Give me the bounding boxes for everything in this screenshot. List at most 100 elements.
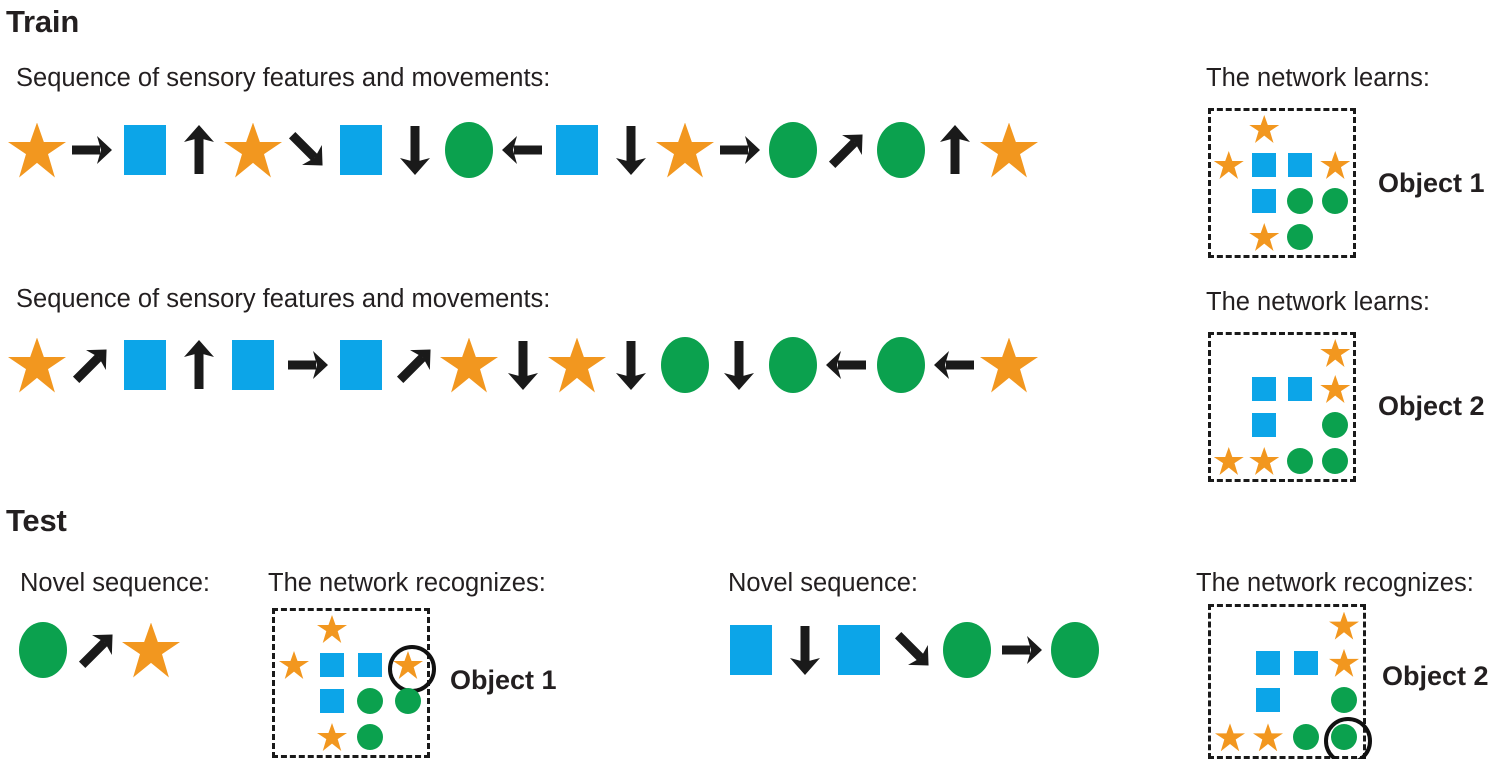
- test-panel2-sequence: [722, 615, 1104, 685]
- arrow-up-icon: [930, 115, 980, 185]
- square-glyph: [340, 125, 382, 175]
- circle-glyph: [1286, 188, 1313, 214]
- circle-glyph: [877, 337, 925, 393]
- train-row1-learns-caption: The network learns:: [1206, 64, 1430, 92]
- circle-glyph: [1331, 724, 1357, 751]
- grid-cell-star-highlighted: [388, 645, 436, 693]
- circle-glyph: [357, 688, 383, 714]
- grid-cell-empty: [1211, 219, 1247, 255]
- star-glyph: [122, 622, 180, 678]
- circle-glyph: [1322, 448, 1349, 474]
- grid-cell-empty: [1211, 607, 1249, 644]
- square-feature: [332, 115, 390, 185]
- star-glyph: [1249, 447, 1280, 475]
- star-glyph: [8, 122, 66, 178]
- square-feature: [830, 615, 888, 685]
- square-glyph: [1287, 377, 1312, 401]
- train-row1-object-grid: [1208, 108, 1356, 258]
- circle-feature: [938, 615, 996, 685]
- circle-glyph: [1322, 412, 1349, 438]
- test-panel1-object-grid: [272, 608, 436, 758]
- train-row1-sequence: [8, 115, 1038, 185]
- arrow-down-icon: [498, 330, 548, 400]
- star-glyph: [440, 337, 498, 393]
- grid-cell-square: [1287, 644, 1325, 681]
- grid-cell-empty: [351, 611, 389, 647]
- grid-cell-star: [1318, 147, 1354, 183]
- grid-cell-circle: [1318, 443, 1354, 479]
- arrow-right-icon: [996, 615, 1046, 685]
- grid-cell-empty: [1211, 682, 1249, 719]
- grid-cell-star: [313, 611, 351, 647]
- star-glyph: [548, 337, 606, 393]
- arrow-right-icon: [66, 115, 116, 185]
- arrow-left-icon: [498, 115, 548, 185]
- grid-cell-empty: [1287, 607, 1325, 644]
- circle-glyph: [769, 122, 817, 178]
- square-glyph: [1252, 413, 1277, 437]
- arrow-down-icon: [780, 615, 830, 685]
- star-glyph: [1213, 151, 1244, 179]
- circle-feature: [1046, 615, 1104, 685]
- grid-cell-star: [1211, 147, 1247, 183]
- circle-feature: [872, 115, 930, 185]
- star-glyph: [8, 337, 66, 393]
- grid-cell-empty: [1211, 407, 1247, 443]
- object-grid: [1211, 111, 1353, 255]
- grid-cell-empty: [275, 611, 313, 647]
- test-panel1-novel-caption: Novel sequence:: [20, 569, 210, 597]
- star-feature: [8, 115, 66, 185]
- grid-cell-empty: [1282, 111, 1318, 147]
- grid-cell-circle: [1318, 407, 1354, 443]
- star-glyph: [224, 122, 282, 178]
- star-glyph: [1320, 339, 1351, 367]
- square-glyph: [320, 653, 344, 677]
- grid-cell-star: [1247, 111, 1283, 147]
- grid-cell-star: [1325, 644, 1363, 681]
- circle-feature: [656, 330, 714, 400]
- star-glyph: [1320, 151, 1351, 179]
- square-glyph: [124, 125, 166, 175]
- square-glyph: [1252, 377, 1277, 401]
- star-glyph: [1213, 447, 1244, 475]
- grid-cell-star: [313, 719, 351, 755]
- grid-cell-square: [313, 683, 351, 719]
- grid-cell-square: [351, 647, 389, 683]
- star-feature: [656, 115, 714, 185]
- grid-cell-square: [1249, 644, 1287, 681]
- circle-glyph: [1051, 622, 1099, 678]
- square-glyph: [1252, 189, 1277, 213]
- star-feature: [224, 115, 282, 185]
- square-glyph: [1256, 688, 1280, 713]
- star-feature: [8, 330, 66, 400]
- grid-cell-empty: [1249, 607, 1287, 644]
- grid-cell-empty: [275, 719, 313, 755]
- square-feature: [332, 330, 390, 400]
- train-row2-learns-caption: The network learns:: [1206, 288, 1430, 316]
- object-grid: [1211, 335, 1353, 479]
- test-panel2-object-grid: [1208, 604, 1372, 759]
- circle-glyph: [357, 724, 383, 750]
- circle-glyph: [1286, 224, 1313, 250]
- grid-cell-square: [1247, 371, 1283, 407]
- circle-glyph: [877, 122, 925, 178]
- star-feature: [980, 330, 1038, 400]
- star-feature: [548, 330, 606, 400]
- circle-feature: [440, 115, 498, 185]
- circle-feature: [872, 330, 930, 400]
- arrow-down-icon: [714, 330, 764, 400]
- circle-feature: [14, 615, 72, 685]
- circle-glyph: [661, 337, 709, 393]
- grid-cell-star: [1318, 335, 1354, 371]
- grid-cell-star: [1249, 719, 1287, 756]
- grid-cell-empty: [1282, 407, 1318, 443]
- arrow-right-icon: [282, 330, 332, 400]
- square-feature: [224, 330, 282, 400]
- arrow-up-right-icon: [72, 615, 122, 685]
- grid-cell-empty: [389, 719, 427, 755]
- arrow-down-icon: [606, 115, 656, 185]
- star-feature: [122, 615, 180, 685]
- grid-cell-star: [275, 647, 313, 683]
- arrow-down-icon: [606, 330, 656, 400]
